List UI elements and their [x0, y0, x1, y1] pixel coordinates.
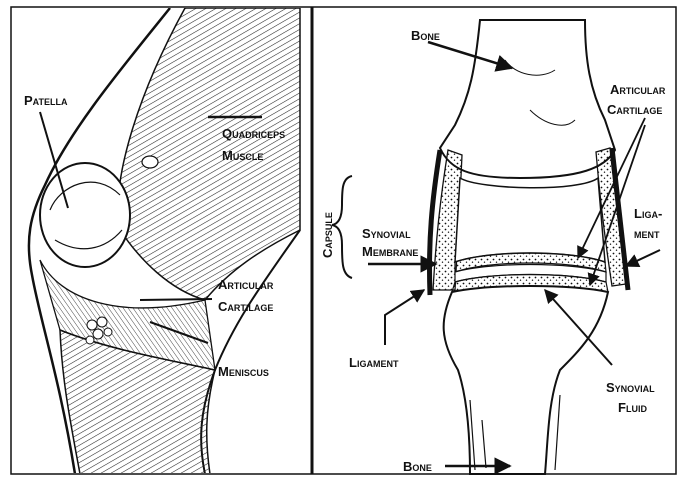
label-articular-right-line1: Articular	[610, 82, 666, 97]
lower-bone	[444, 286, 608, 474]
ligament-left-arrow	[385, 290, 424, 345]
label-bone-top: Bone	[411, 28, 440, 43]
label-articular-left-line2: Cartilage	[218, 299, 273, 314]
label-ligament-right-line1: Liga-	[634, 206, 662, 221]
label-articular-right-line2: Cartilage	[607, 102, 662, 117]
label-ligament-right-line2: ment	[634, 226, 660, 241]
label-meniscus: Meniscus	[218, 364, 269, 379]
label-articular-left-line1: Articular	[218, 277, 274, 292]
label-synovial-fluid-line1: Synovial	[606, 380, 655, 395]
capsule-brace	[332, 176, 352, 278]
articular-pointer-left	[140, 299, 212, 300]
label-quadriceps-line2: Muscle	[222, 148, 263, 163]
quadriceps-muscle	[118, 8, 300, 300]
label-patella: Patella	[24, 93, 68, 108]
label-synovial-fluid-line2: Fluid	[618, 400, 647, 415]
label-capsule: Capsule	[320, 212, 335, 258]
ligament-right-arrow	[626, 250, 660, 266]
label-bone-bottom: Bone	[403, 459, 432, 474]
label-ligament-left: Ligament	[349, 355, 399, 370]
knee-anatomy-drawing	[29, 8, 300, 474]
patella-bone	[40, 163, 130, 267]
label-synovial-membrane-line2: Membrane	[362, 244, 418, 259]
label-synovial-membrane-line1: Synovial	[362, 226, 411, 241]
upper-bone	[440, 20, 615, 178]
label-quadriceps-line1: Quadriceps	[222, 126, 285, 141]
